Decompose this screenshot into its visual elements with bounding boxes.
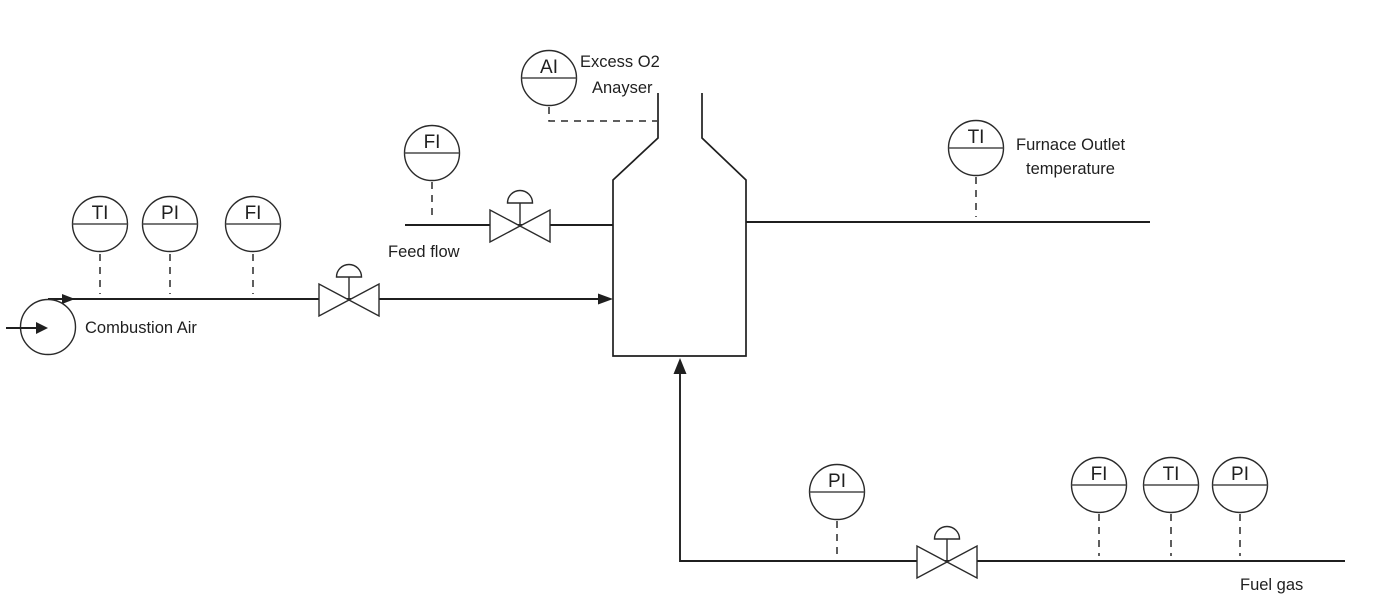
instrument-pi-fuel-gas: PI — [808, 463, 866, 521]
instrument-tag: PI — [161, 203, 179, 224]
instrument-tag: TI — [968, 127, 985, 148]
instrument-ti-fuel-gas: TI — [1142, 456, 1200, 514]
instrument-tag: TI — [92, 203, 109, 224]
blower-circle — [19, 298, 77, 356]
combustion-air-control-valve — [318, 263, 380, 317]
flow-arrow-blower-inlet — [36, 322, 48, 334]
label-furnace-outlet-line1: Furnace Outlet — [1016, 136, 1126, 154]
instrument-fi-fuel-gas: FI — [1070, 456, 1128, 514]
feed-control-valve — [489, 189, 551, 243]
instrument-fi-feed-flow: FI — [403, 124, 461, 182]
instrument-pi-fuel-gas-2: PI — [1211, 456, 1269, 514]
instrument-tag: TI — [1163, 464, 1180, 485]
label-combustion-air: Combustion Air — [85, 319, 197, 337]
instrument-ti-furnace-outlet: TI — [947, 119, 1005, 177]
instrument-tag: PI — [828, 471, 846, 492]
instrument-tag: FI — [245, 203, 262, 224]
furnace-vessel — [612, 93, 747, 357]
instrument-tag: FI — [1091, 464, 1108, 485]
label-feed-flow: Feed flow — [388, 243, 460, 261]
fuel-gas-control-valve — [916, 525, 978, 579]
label-excess-o2-line1: Excess O2 — [580, 53, 660, 71]
instrument-tag: PI — [1231, 464, 1249, 485]
signal-line-ai-excess-o2 — [548, 107, 657, 122]
instrument-fi-combustion-air: FI — [224, 195, 282, 253]
instrument-tag: AI — [540, 57, 558, 78]
flow-arrow-fuel-gas — [673, 358, 687, 374]
flow-arrow-combustion-air — [62, 294, 75, 304]
label-fuel-gas: Fuel gas — [1240, 576, 1303, 594]
instrument-tag: FI — [424, 132, 441, 153]
label-excess-o2-line2: Anayser — [592, 79, 653, 97]
instrument-ai-excess-o2: AI — [520, 49, 578, 107]
combustion-air-blower — [6, 298, 77, 356]
fuel-gas-pipe — [673, 358, 1345, 562]
instrument-ti-combustion-air: TI — [71, 195, 129, 253]
flow-arrow-into-furnace-left — [598, 293, 613, 305]
instrument-pi-combustion-air: PI — [141, 195, 199, 253]
label-furnace-outlet-line2: temperature — [1026, 160, 1115, 178]
